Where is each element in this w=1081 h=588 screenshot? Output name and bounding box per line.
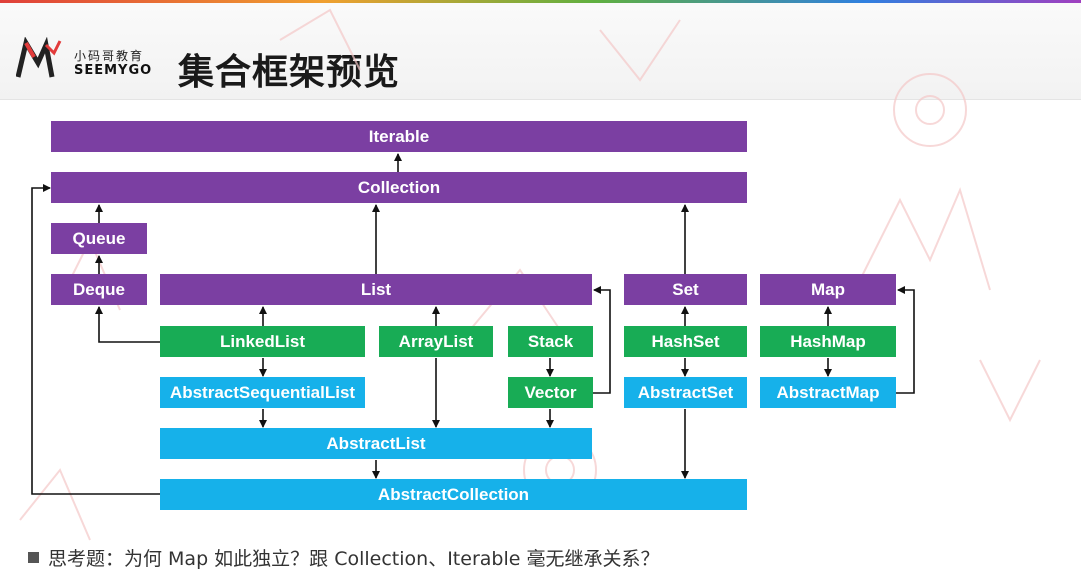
seemygo-logo-icon — [16, 37, 62, 78]
logo-chinese-text: 小码哥教育 — [74, 49, 145, 63]
logo-english-text: SEEMYGO — [74, 63, 153, 78]
node-iterable: Iterable — [51, 121, 747, 152]
node-queue: Queue — [51, 223, 147, 254]
node-set: Set — [624, 274, 747, 305]
node-vector: Vector — [508, 377, 593, 408]
node-arraylist: ArrayList — [379, 326, 493, 357]
node-map: Map — [760, 274, 896, 305]
node-linkedlist: LinkedList — [160, 326, 365, 357]
node-abstract-list: AbstractList — [160, 428, 592, 459]
footer-question: 思考题：为何 Map 如此独立？跟 Collection、Iterable 毫无… — [28, 544, 659, 571]
node-hashset: HashSet — [624, 326, 747, 357]
edge-vector-list — [593, 286, 611, 394]
edge-abstractmap-map — [896, 286, 915, 394]
node-abstract-sequential-list: AbstractSequentialList — [160, 377, 365, 408]
node-abstract-map: AbstractMap — [760, 377, 896, 408]
node-stack: Stack — [508, 326, 593, 357]
node-abstract-set: AbstractSet — [624, 377, 747, 408]
edge-linkedlist-deque — [95, 306, 160, 343]
square-bullet-icon — [28, 552, 39, 563]
footer-question-text: 思考题：为何 Map 如此独立？跟 Collection、Iterable 毫无… — [48, 548, 660, 570]
node-abstract-collection: AbstractCollection — [160, 479, 747, 510]
node-hashmap: HashMap — [760, 326, 896, 357]
node-deque: Deque — [51, 274, 147, 305]
node-list: List — [160, 274, 592, 305]
edge-abstractcollection-collection — [31, 184, 160, 495]
top-color-bar — [0, 0, 1081, 3]
node-collection: Collection — [51, 172, 747, 203]
